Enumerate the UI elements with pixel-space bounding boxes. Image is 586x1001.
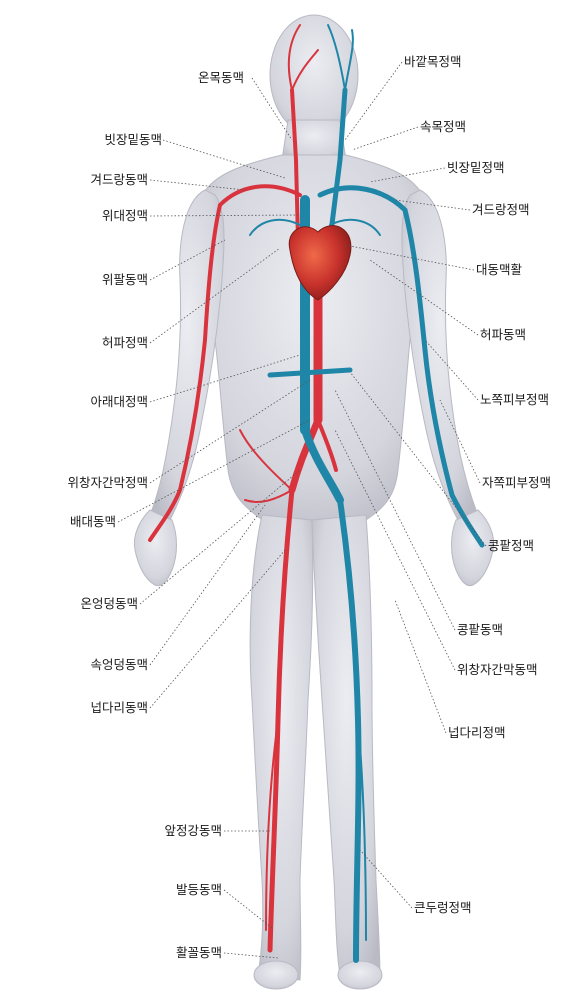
label-inferior-vena-cava: 아래대정맥: [90, 394, 148, 409]
label-basilic-vein: 자쪽피부정맥: [482, 475, 552, 490]
veins: [249, 24, 485, 963]
body-silhouette: [133, 14, 495, 990]
label-superior-vena-cava: 위대정맥: [101, 208, 148, 223]
label-internal-jugular-vein: 속목정맥: [420, 119, 467, 134]
label-femoral-artery: 넙다리동맥: [90, 700, 148, 715]
label-superior-mesenteric-vein: 위창자간막정맥: [67, 475, 148, 490]
label-internal-iliac-artery: 속엉덩동맥: [90, 657, 148, 672]
label-external-jugular-vein: 바깥목정맥: [404, 54, 462, 69]
label-subclavian-vein: 빗장밑정맥: [447, 160, 505, 175]
label-abdominal-aorta: 배대동맥: [69, 514, 116, 529]
label-cephalic-vein: 노쪽피부정맥: [480, 392, 550, 407]
label-superior-mesenteric-artery: 위창자간막동맥: [457, 662, 538, 677]
label-subclavian-artery: 빗장밑동맥: [104, 132, 162, 147]
label-femoral-vein: 넙다리정맥: [448, 725, 506, 740]
label-arcuate-artery: 활꼴동맥: [175, 945, 222, 960]
label-dorsalis-pedis-artery: 발등동맥: [175, 882, 222, 897]
label-renal-vein: 콩팥정맥: [488, 538, 535, 553]
label-common-iliac-artery: 온엉덩동맥: [80, 596, 138, 611]
label-renal-artery: 콩팥동맥: [457, 622, 504, 637]
label-axillary-artery: 겨드랑동맥: [90, 172, 148, 187]
label-pulmonary-artery: 허파동맥: [480, 327, 527, 342]
label-great-saphenous-vein: 큰두렁정맥: [414, 900, 472, 915]
label-axillary-vein: 겨드랑정맥: [472, 202, 530, 217]
label-common-carotid-artery: 온목동맥: [197, 70, 244, 85]
heart: [288, 225, 352, 301]
label-brachial-artery: 위팔동맥: [101, 272, 148, 287]
label-aortic-arch: 대동맥활: [476, 262, 523, 277]
leader-lines: [117, 61, 487, 959]
label-pulmonary-vein: 허파정맥: [101, 335, 148, 350]
label-anterior-tibial-artery: 앞정강동맥: [164, 823, 222, 838]
